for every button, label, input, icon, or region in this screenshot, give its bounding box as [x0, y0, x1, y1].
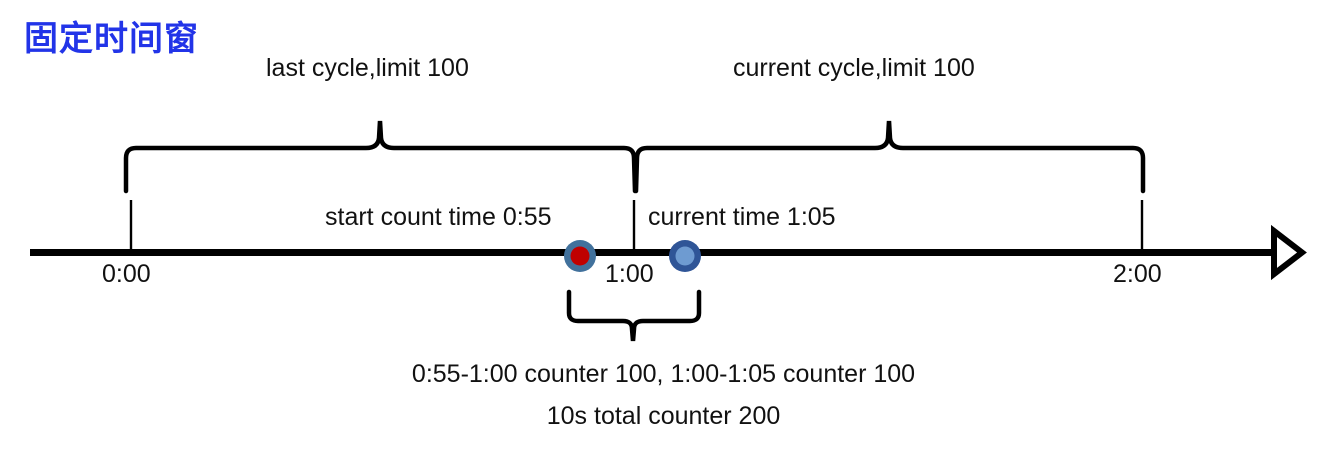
label-current-time: current time 1:05	[648, 203, 836, 231]
marker-current-time	[669, 240, 701, 272]
page-title: 固定时间窗	[24, 20, 199, 58]
brace-current-cycle	[633, 120, 1146, 194]
caption-total-counter: 10s total counter 200	[546, 402, 781, 430]
tick-label-2-00: 2:00	[1113, 260, 1162, 288]
tick-label-1-00: 1:00	[605, 260, 654, 288]
caption-counter-breakdown: 0:55-1:00 counter 100, 1:00-1:05 counter…	[411, 360, 916, 388]
brace-last-cycle	[123, 120, 638, 194]
tick-label-0-00: 0:00	[102, 260, 151, 288]
timeline-arrow-icon	[1271, 224, 1307, 281]
brace-counter-window	[566, 289, 702, 342]
label-last-cycle: last cycle,limit 100	[266, 54, 469, 82]
label-start-count-time: start count time 0:55	[325, 203, 552, 231]
label-current-cycle: current cycle,limit 100	[733, 54, 975, 82]
marker-start-count-time	[564, 240, 596, 272]
